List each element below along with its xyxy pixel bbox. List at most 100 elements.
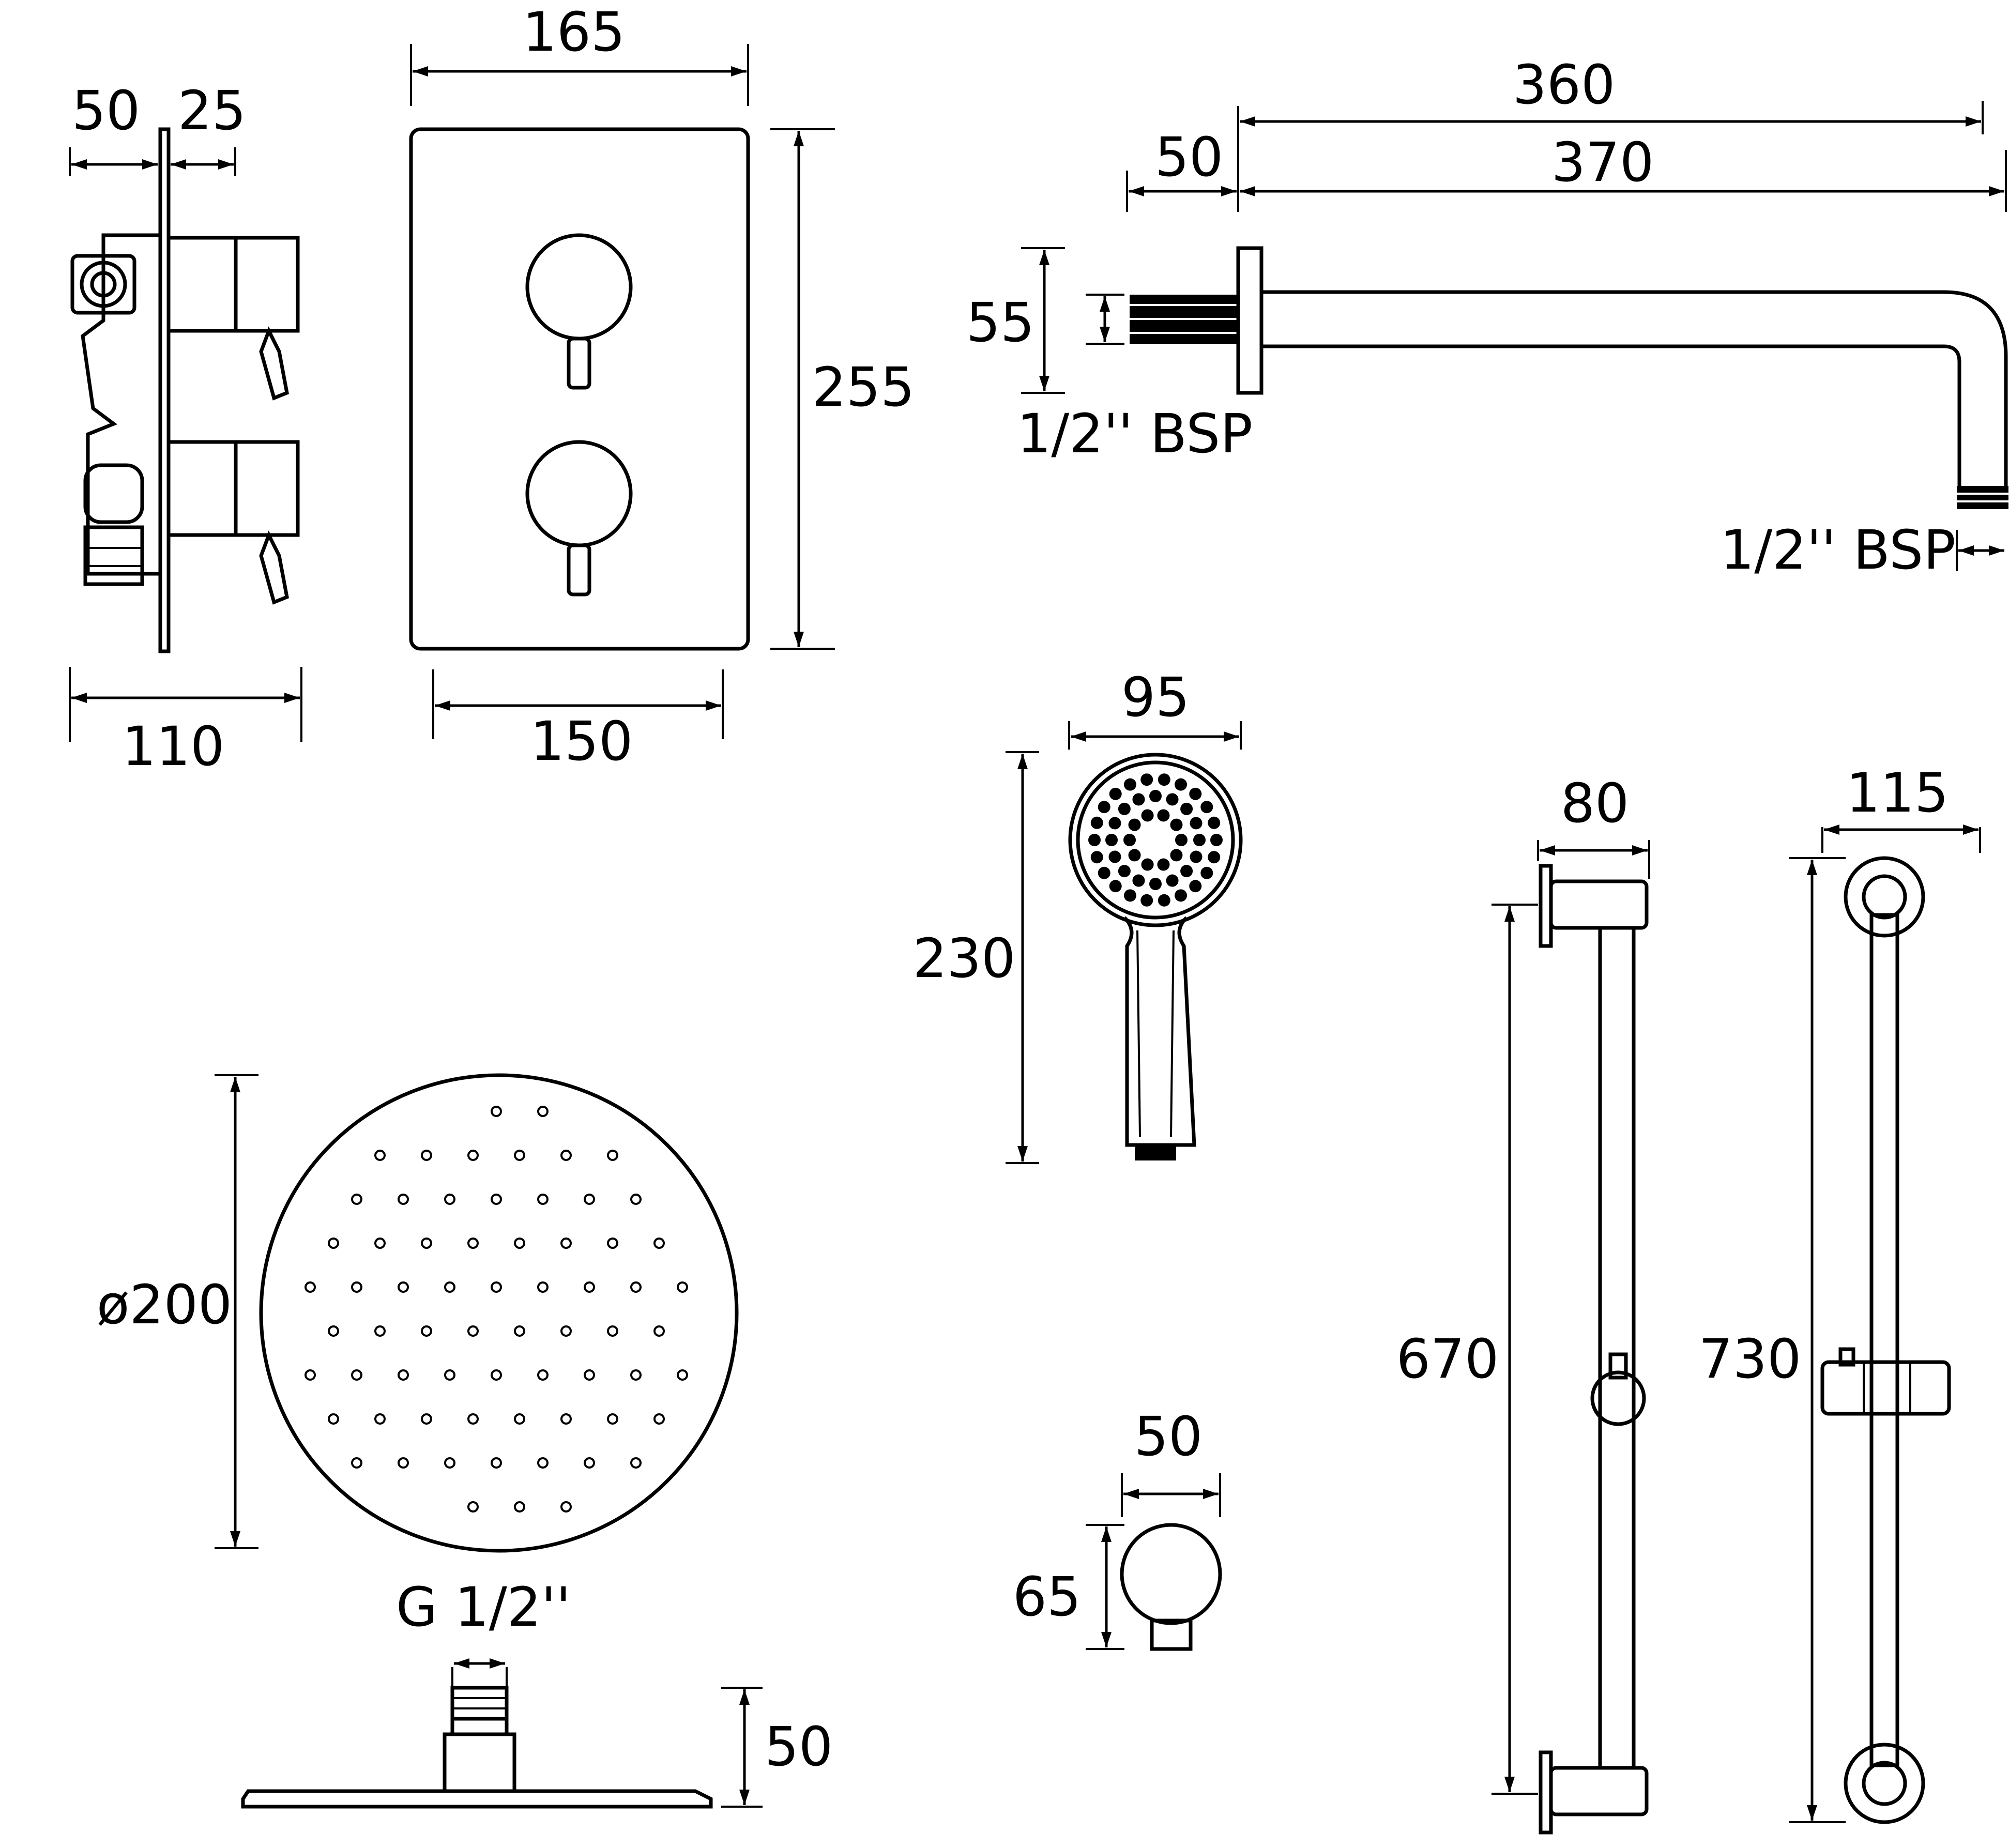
spray-nozzle-icon: [1158, 894, 1170, 907]
spray-nozzle-icon: [1170, 849, 1183, 862]
spray-nozzle-icon: [444, 1457, 455, 1469]
spray-nozzle-icon: [467, 1413, 479, 1425]
spray-nozzle-icon: [677, 1369, 688, 1381]
shower-arm-side-view: 360 370 50 55 1/2'' BSP 1/2'' BSP: [966, 53, 2008, 582]
spray-nozzle-icon: [1132, 793, 1145, 806]
spray-nozzle-icon: [398, 1194, 409, 1205]
arm-flange-depth-label: 50: [1155, 126, 1223, 189]
spray-nozzle-icon: [1157, 809, 1170, 822]
spray-nozzle-icon: [305, 1281, 316, 1293]
spray-nozzle-icon: [398, 1369, 409, 1381]
spray-nozzle-icon: [467, 1150, 479, 1161]
spray-nozzle-icon: [421, 1413, 432, 1425]
spray-nozzle-icon: [1098, 801, 1110, 814]
spray-nozzle-icon: [514, 1325, 525, 1337]
spray-nozzle-icon: [351, 1369, 362, 1381]
spray-nozzle-icon: [1123, 834, 1136, 846]
spray-nozzle-icon: [1128, 818, 1141, 831]
spray-nozzle-icon: [1109, 880, 1122, 893]
spray-nozzle-icon: [607, 1150, 618, 1161]
spray-nozzle-icon: [1128, 849, 1141, 862]
faceplate-front-view: 165 255 150: [409, 1, 915, 773]
spray-nozzle-icon: [537, 1457, 549, 1469]
head-diameter-label: ø200: [97, 1273, 232, 1336]
spray-nozzle-icon: [1090, 851, 1103, 864]
spray-nozzle-icon: [560, 1325, 572, 1337]
spray-nozzle-icon: [1166, 793, 1179, 806]
valve-side-view: 50 25 110: [69, 79, 302, 778]
outlet-height-label: 65: [1013, 1565, 1081, 1628]
spray-nozzle-icon: [1190, 817, 1203, 830]
spray-nozzle-icon: [1118, 802, 1131, 815]
spray-nozzle-icon: [537, 1106, 549, 1117]
arm-length-total-label: 370: [1551, 131, 1654, 194]
spray-nozzle-icon: [444, 1281, 455, 1293]
spray-nozzle-icon: [1140, 894, 1153, 907]
spray-nozzle-icon: [653, 1238, 665, 1249]
spray-nozzle-icon: [607, 1238, 618, 1249]
spray-nozzle-icon: [514, 1413, 525, 1425]
spray-nozzle-icon: [328, 1413, 339, 1425]
spray-nozzle-icon: [1200, 801, 1213, 814]
plate-handle-span-label: 150: [530, 710, 633, 773]
spray-nozzle-icon: [1158, 773, 1170, 786]
spray-nozzle-icon: [467, 1238, 479, 1249]
spray-nozzle-icon: [491, 1457, 502, 1469]
spray-nozzle-icon: [584, 1369, 595, 1381]
spray-nozzle-icon: [1123, 778, 1136, 791]
spray-nozzle-icon: [1189, 880, 1202, 893]
spray-nozzle-icon: [584, 1194, 595, 1205]
spray-nozzle-icon: [491, 1369, 502, 1381]
handset-front-view: 95 230: [913, 666, 1243, 1164]
spray-nozzle-icon: [560, 1238, 572, 1249]
spray-nozzle-icon: [1140, 773, 1153, 786]
arm-outlet-thread-label: 1/2'' BSP: [1720, 518, 1956, 582]
spray-nozzle-icon: [351, 1281, 362, 1293]
spray-nozzle-icon: [1189, 787, 1202, 800]
spray-nozzle-icon: [1149, 790, 1162, 802]
spray-nozzle-icon: [1105, 834, 1118, 846]
spray-nozzle-icon: [1123, 889, 1136, 902]
spray-nozzle-icon: [1175, 778, 1188, 791]
spray-nozzle-icon: [421, 1325, 432, 1337]
spray-nozzle-icon: [514, 1501, 525, 1513]
spray-nozzle-icon: [537, 1281, 549, 1293]
spray-nozzle-icon: [1190, 850, 1203, 863]
spray-nozzle-icon: [607, 1325, 618, 1337]
spray-nozzle-icon: [677, 1281, 688, 1293]
spray-nozzle-icon: [1200, 866, 1213, 879]
spray-nozzle-icon: [1180, 865, 1193, 878]
handset-width-label: 95: [1121, 666, 1190, 729]
spray-nozzle-icon: [1088, 834, 1101, 846]
spray-nozzle-icon: [1166, 874, 1179, 887]
spray-nozzle-icon: [607, 1413, 618, 1425]
spray-nozzle-icon: [351, 1457, 362, 1469]
spray-nozzle-icon: [305, 1369, 316, 1381]
rail-total-length-label: 730: [1699, 1327, 1802, 1391]
spray-nozzle-icon: [1109, 787, 1122, 800]
spray-nozzle-icon: [398, 1457, 409, 1469]
spray-nozzle-icon: [374, 1413, 386, 1425]
spray-nozzle-icon: [537, 1194, 549, 1205]
spray-nozzle-icon: [1098, 866, 1110, 879]
rail-front-view: 115 730: [1699, 761, 1981, 1824]
spray-nozzle-icon: [653, 1325, 665, 1337]
spray-nozzle-icon: [1141, 809, 1154, 822]
spray-nozzle-icon: [374, 1238, 386, 1249]
spray-nozzle-icon: [1193, 834, 1206, 846]
shower-head-side-view: G 1/2'' 50: [241, 1576, 833, 1809]
spray-nozzle-icon: [421, 1150, 432, 1161]
spray-nozzle-icon: [653, 1413, 665, 1425]
valve-total-depth-label: 110: [122, 715, 225, 778]
arm-flange-height-label: 55: [966, 291, 1034, 354]
shower-head-nozzle-group: [305, 1106, 688, 1513]
rail-side-view: 80 670: [1396, 772, 1650, 1835]
spray-nozzle-icon: [630, 1281, 642, 1293]
spray-nozzle-icon: [514, 1238, 525, 1249]
spray-nozzle-icon: [1170, 818, 1183, 831]
spray-nozzle-icon: [1208, 851, 1221, 864]
spray-nozzle-icon: [1175, 834, 1188, 846]
spray-nozzle-icon: [444, 1194, 455, 1205]
spray-nozzle-icon: [491, 1281, 502, 1293]
